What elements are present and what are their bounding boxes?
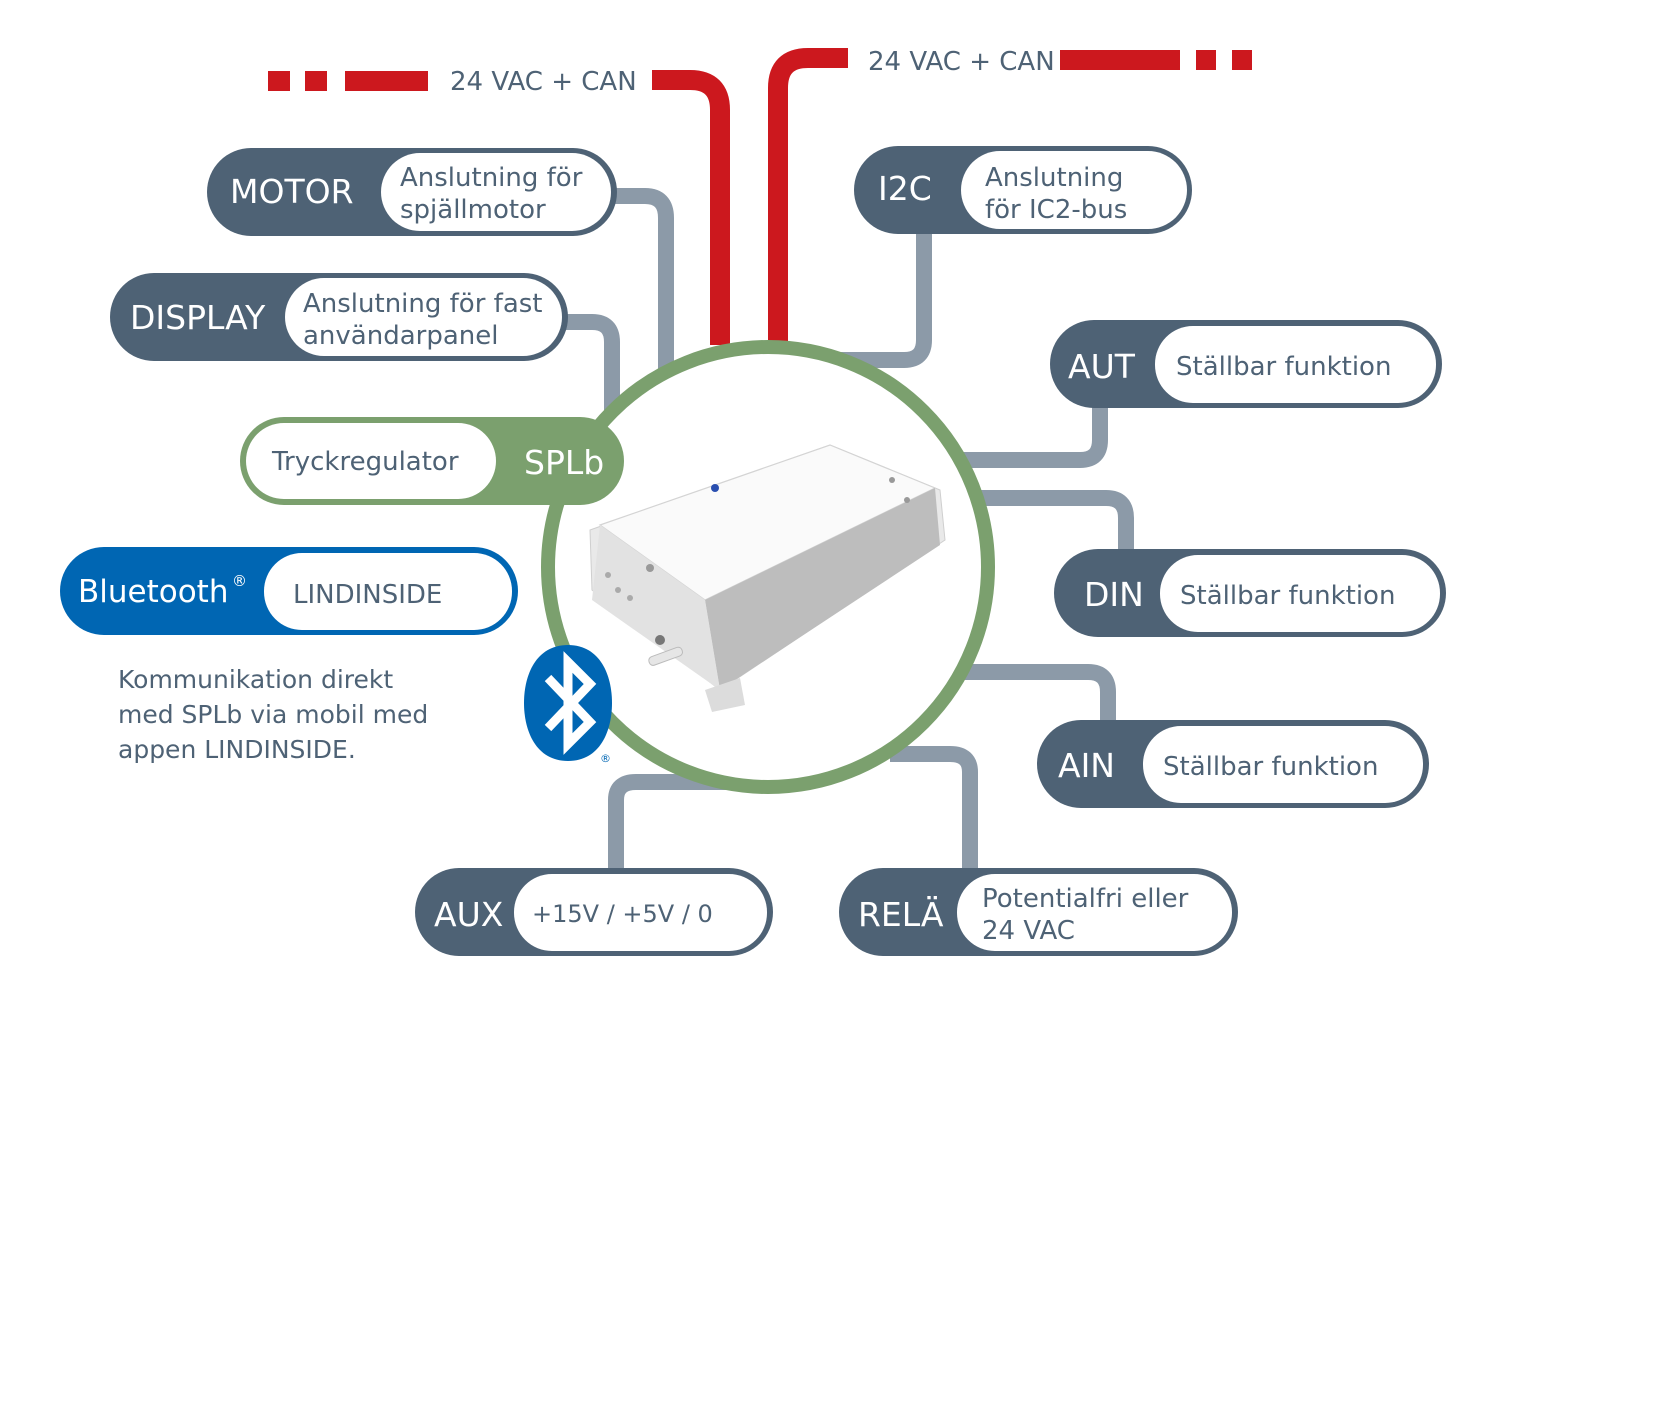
rela-desc-line1: Potentialfri eller	[982, 884, 1189, 914]
power-wire-left	[652, 70, 730, 345]
bluetooth-note-line2: med SPLb via mobil med	[118, 700, 428, 729]
din-code: DIN	[1084, 575, 1144, 614]
connector-motor: MOTOR Anslutning för spjällmotor	[207, 148, 617, 236]
dash	[1196, 50, 1216, 70]
device-name: SPLb	[524, 443, 604, 482]
wire-i2c	[840, 230, 932, 368]
bluetooth-connector: Bluetooth ® LINDINSIDE	[60, 547, 518, 635]
signal-wires	[562, 188, 1134, 875]
display-desc-line2: användarpanel	[303, 321, 498, 351]
connector-display: DISPLAY Anslutning för fast användarpane…	[110, 273, 568, 361]
display-code: DISPLAY	[130, 298, 266, 337]
power-label-right: 24 VAC + CAN	[868, 47, 1055, 77]
motor-code: MOTOR	[230, 172, 354, 211]
display-desc-line1: Anslutning för fast	[303, 289, 543, 319]
i2c-desc-line2: för IC2-bus	[985, 195, 1127, 225]
connector-rela: RELÄ Potentialfri eller 24 VAC	[839, 868, 1238, 956]
dash	[1060, 50, 1180, 70]
dash	[345, 71, 428, 91]
aut-code: AUT	[1068, 347, 1136, 386]
aut-desc: Ställbar funktion	[1176, 352, 1391, 382]
bluetooth-logo-registered: ®	[600, 752, 611, 765]
wire-ain	[960, 664, 1116, 730]
wire-rela	[890, 746, 978, 875]
i2c-code: I2C	[878, 169, 932, 208]
dash	[1232, 50, 1252, 70]
connector-i2c: I2C Anslutning för IC2-bus	[854, 146, 1192, 234]
din-desc: Ställbar funktion	[1180, 581, 1395, 611]
dash	[305, 71, 327, 91]
power-dash-left	[268, 71, 428, 91]
bluetooth-note-line1: Kommunikation direkt	[118, 665, 393, 694]
aux-code: AUX	[434, 895, 503, 934]
motor-desc-line1: Anslutning för	[400, 163, 583, 193]
wire-motor	[612, 188, 674, 370]
ain-desc: Ställbar funktion	[1163, 752, 1378, 782]
wire-aut	[960, 400, 1108, 468]
rela-desc-line2: 24 VAC	[982, 916, 1075, 946]
wire-din	[980, 490, 1134, 560]
wire-aux	[608, 774, 730, 875]
power-wires	[652, 48, 848, 345]
wire-display	[562, 314, 620, 415]
rela-code: RELÄ	[858, 895, 944, 934]
connector-aux: AUX +15V / +5V / 0	[415, 868, 773, 956]
bluetooth-logo-icon: ®	[524, 645, 612, 765]
device-description: Tryckregulator	[271, 447, 459, 477]
bluetooth-label: Bluetooth	[78, 574, 229, 610]
motor-desc-line2: spjällmotor	[400, 195, 546, 225]
dash	[268, 71, 290, 91]
power-dash-right	[1060, 50, 1252, 70]
device-label: Tryckregulator SPLb	[240, 417, 624, 505]
power-wire-right	[768, 48, 848, 345]
connector-aut: AUT Ställbar funktion	[1050, 320, 1442, 408]
bluetooth-app-name: LINDINSIDE	[293, 580, 442, 610]
bluetooth-registered-mark: ®	[232, 572, 247, 590]
i2c-desc-line1: Anslutning	[985, 163, 1123, 193]
bluetooth-note-line3: appen LINDINSIDE.	[118, 735, 356, 764]
aux-desc: +15V / +5V / 0	[532, 900, 713, 928]
connector-din: DIN Ställbar funktion	[1054, 549, 1446, 637]
ain-code: AIN	[1058, 746, 1115, 785]
connector-ain: AIN Ställbar funktion	[1037, 720, 1429, 808]
power-label-left: 24 VAC + CAN	[450, 67, 637, 97]
pressure-controller-device-icon	[589, 444, 946, 712]
